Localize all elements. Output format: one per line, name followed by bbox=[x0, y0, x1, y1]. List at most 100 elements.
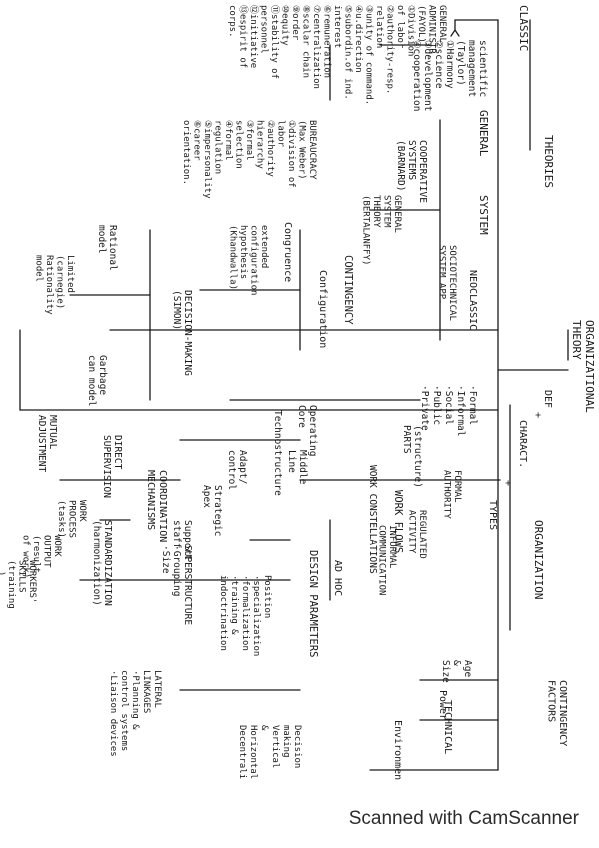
bureaucracy-list-line: (Max Weber) bbox=[297, 120, 307, 180]
bureaucracy-list-line: labor bbox=[276, 120, 286, 148]
decision-making-decentralization-list-line: Decision bbox=[292, 725, 302, 768]
contingency-factors-heading-line: CONTINGENCY bbox=[557, 680, 568, 746]
scientific-management-list-line: ①Harmony bbox=[444, 40, 455, 89]
work-process-label-line: WORK bbox=[77, 500, 87, 522]
position-list: Position·specialization·formalization·tr… bbox=[218, 575, 272, 656]
configuration-label: Configuration bbox=[317, 270, 328, 348]
classic-heading: CLASSIC bbox=[517, 5, 530, 51]
types-label: TYPES bbox=[487, 500, 498, 530]
middle-line-label-line: Line bbox=[286, 450, 297, 473]
worker-skills-label-line: ..) bbox=[0, 560, 6, 576]
decision-making-decentralization-list-line: Vertical bbox=[270, 725, 280, 768]
root-title-line: THEORY bbox=[570, 320, 583, 360]
standardization-label-line: STANDARDIZATION bbox=[102, 520, 113, 606]
organization-heading-line: ORGANIZATION bbox=[532, 520, 545, 599]
bureaucracy-list-line: ②authority bbox=[265, 120, 275, 177]
bureaucracy-list: BUREAUCRACY(Max Weber)①division oflabor②… bbox=[181, 120, 317, 199]
cooperative-systems-label-line: (BARNARD) bbox=[395, 140, 406, 191]
superstructure-list-line: ·Size bbox=[160, 545, 171, 574]
bureaucracy-list-line: ⑥career bbox=[192, 120, 202, 161]
power-label-line: Power bbox=[437, 690, 448, 720]
congruence-label-line: Congruence bbox=[282, 222, 293, 282]
organization-heading: ORGANIZATION bbox=[532, 520, 545, 599]
technical-label-line: TECHNICAL bbox=[442, 700, 453, 754]
regulated-activity-label-line: ACTIVITY bbox=[407, 510, 417, 554]
worker-skills-label-line: (training bbox=[6, 560, 16, 609]
standardization-label: STANDARDIZATION(harmonization) bbox=[91, 520, 113, 606]
bureaucracy-list-line: regulation bbox=[213, 120, 223, 174]
types-label-line: TYPES bbox=[487, 500, 498, 530]
lateral-linkages-list-line: control systems bbox=[119, 670, 129, 751]
age-size-label-line: Size bbox=[440, 660, 451, 683]
scientific-management-list-line: ④cooperation bbox=[411, 40, 422, 111]
position-list-line: indoctrination bbox=[218, 575, 228, 651]
bureaucracy-list-line: ③formal bbox=[244, 120, 254, 161]
technical-label: TECHNICAL bbox=[442, 700, 453, 754]
position-list-line: ·formalization bbox=[240, 575, 250, 651]
parts-label-line: (structure) bbox=[412, 425, 423, 488]
lateral-linkages-list-line: LATERAL bbox=[152, 670, 162, 708]
mutual-adjustment-label-line: ADJUSTMENT bbox=[36, 415, 47, 472]
theories-heading: THEORIES bbox=[542, 135, 555, 188]
decision-making-decentralization-list-line: making bbox=[281, 725, 291, 758]
classic-arrow bbox=[450, 28, 460, 37]
characteristics-label: CHARACT. bbox=[517, 420, 528, 468]
ad-hoc-label: AD HOC bbox=[332, 560, 343, 596]
general-administration-list-line: ADMINISTR. bbox=[427, 5, 437, 59]
general-administration-list-line: ⑫initiative bbox=[248, 5, 259, 68]
bureaucracy-list-line: selection bbox=[234, 120, 244, 169]
system-heading-line: SYSTEM bbox=[477, 195, 490, 235]
adapt-control-label-line: control bbox=[226, 450, 237, 490]
plus-sign: + bbox=[532, 412, 543, 418]
garbage-can-label-line: can model bbox=[86, 355, 97, 406]
decision-making-label: DECISION-MAKING(SIMON) bbox=[171, 290, 193, 376]
support-staff-label-line: Support bbox=[182, 520, 193, 560]
superstructure-list-line: ·Grouping bbox=[171, 545, 182, 596]
parts-label: (structure)PARTS bbox=[401, 425, 423, 488]
scientific-management-list-line: ②science bbox=[433, 40, 444, 89]
work-constellations-label-line: WORK CONSTELLATIONS bbox=[367, 465, 378, 574]
work-output-label-line: of work) bbox=[21, 535, 31, 578]
extended-configuration-label-line: configuration bbox=[249, 225, 259, 295]
work-constellations-label: WORK CONSTELLATIONS bbox=[367, 465, 378, 574]
general-administration-list-line: ⑧scalar chain bbox=[301, 5, 311, 78]
general-administration-list-line: relation bbox=[374, 5, 384, 48]
general-administration-list-line: ⑬espirit of bbox=[238, 5, 249, 68]
general-administration-list-line: ③unity of command. bbox=[364, 5, 374, 105]
plus-sign-2-line: + bbox=[502, 480, 513, 486]
design-parameters-heading: DESIGN PARAMETERS bbox=[307, 550, 319, 657]
bureaucracy-list-line: BUREAUCRACY bbox=[307, 120, 317, 180]
adapt-control-label-line: Adapt/ bbox=[237, 450, 248, 484]
middle-line-label-line: Middle bbox=[297, 450, 308, 485]
rational-model-label-line: Rational bbox=[107, 225, 118, 271]
types-list-line: ·Formal bbox=[467, 385, 478, 425]
lateral-linkages-list-line: ·Planning & bbox=[130, 670, 140, 730]
work-process-label-line: (tasks) bbox=[56, 500, 66, 538]
theories-heading-line: THEORIES bbox=[542, 135, 555, 188]
informal-communication-label-line: INFORMAL bbox=[387, 525, 397, 568]
strategic-apex-label-line: Strategic bbox=[212, 485, 223, 536]
general-system-theory-label-line: SYSTEM bbox=[382, 195, 392, 228]
position-list-line: ·training & bbox=[229, 575, 239, 635]
worker-skills-label: WORKERS'SKILLS(training..) bbox=[0, 560, 37, 609]
position-list-line: ·specialization bbox=[251, 575, 261, 656]
types-list-line: ·Social bbox=[443, 385, 454, 425]
configuration-label-line: Configuration bbox=[317, 270, 328, 348]
general-system-theory-label-line: GENERAL bbox=[392, 195, 402, 233]
general-system-theory-label-line: (BERTALANFFY) bbox=[361, 195, 371, 265]
coordination-mechanisms-label-line: COORDINATION bbox=[157, 470, 168, 542]
lateral-linkages-list-line: ·Liaison devices bbox=[108, 670, 118, 757]
